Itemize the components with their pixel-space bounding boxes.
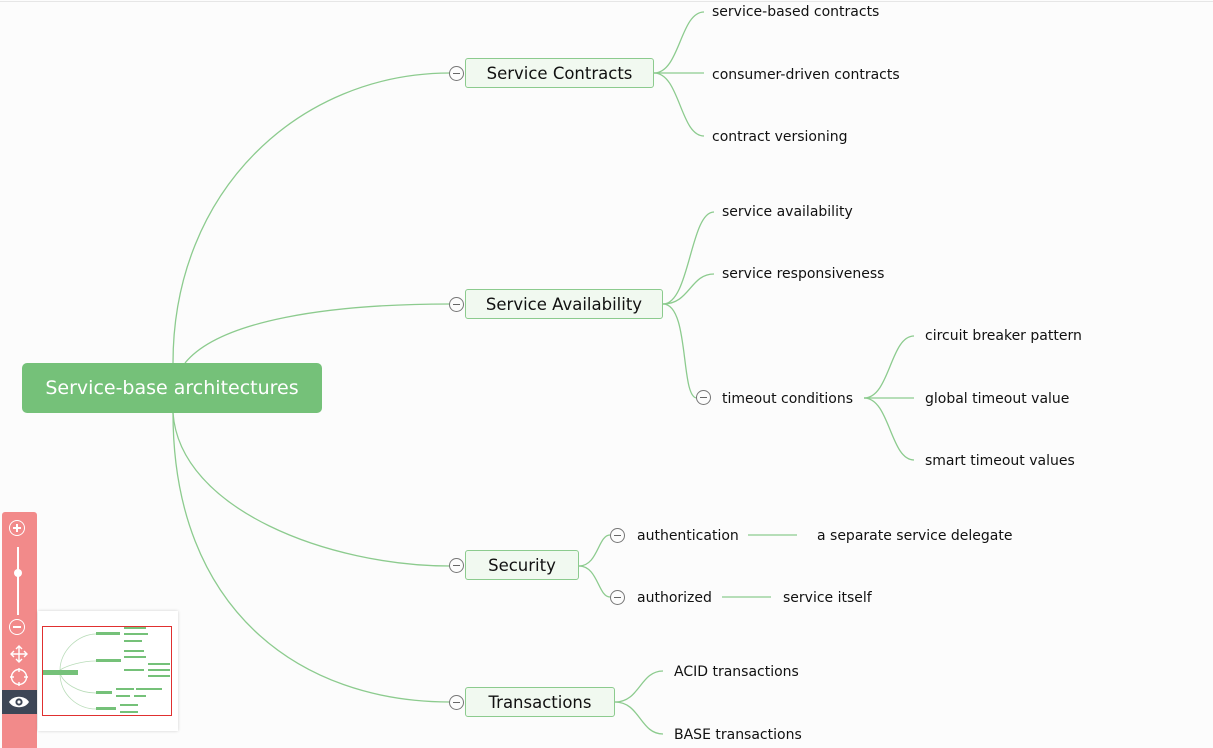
subtopic-timeout-conditions[interactable]: timeout conditions — [722, 391, 854, 407]
leaf-node[interactable]: ACID transactions — [674, 664, 799, 680]
crosshair-circle-icon[interactable] — [9, 667, 29, 687]
connector-security-2 — [578, 565, 611, 598]
top-border — [0, 1, 1213, 2]
leaf-node[interactable]: service itself — [783, 590, 872, 606]
leaf-node[interactable]: service availability — [722, 204, 853, 220]
minimap-viewport[interactable] — [42, 626, 172, 716]
leaf-node[interactable]: a separate service delegate — [817, 528, 1013, 544]
connector-availability-2 — [662, 273, 715, 305]
leaf-node[interactable]: global timeout value — [925, 391, 1070, 407]
leaf-node[interactable]: consumer-driven contracts — [712, 67, 900, 83]
branch-node-service-contracts[interactable]: Service Contracts — [465, 58, 654, 88]
zoom-slider-track[interactable] — [17, 547, 19, 615]
leaf-node[interactable]: BASE transactions — [674, 727, 802, 743]
collapse-toggle-icon[interactable] — [449, 558, 464, 573]
connector-timeout-1 — [863, 335, 915, 399]
leaf-node[interactable]: circuit breaker pattern — [925, 328, 1082, 344]
connector-security-1 — [578, 534, 611, 567]
connector-root-contracts — [172, 72, 451, 364]
connector-availability-1 — [662, 211, 715, 305]
collapse-toggle-icon[interactable] — [449, 66, 464, 81]
leaf-node[interactable]: service responsiveness — [722, 266, 885, 282]
move-arrows-icon[interactable] — [9, 644, 29, 664]
root-node[interactable]: Service-base architectures — [22, 363, 322, 413]
collapse-toggle-icon[interactable] — [610, 528, 625, 543]
minimap-thumbnail — [42, 627, 170, 713]
connector-availability-3 — [662, 303, 698, 399]
collapse-toggle-icon[interactable] — [449, 695, 464, 710]
leaf-node[interactable]: contract versioning — [712, 129, 848, 145]
leaf-node[interactable]: smart timeout values — [925, 453, 1075, 469]
connector-contracts-1 — [653, 11, 705, 74]
connector-root-security — [172, 412, 451, 567]
connector-timeout-3 — [863, 397, 915, 461]
zoom-in-icon[interactable] — [9, 520, 25, 536]
zoom-slider-handle[interactable] — [14, 569, 22, 577]
collapse-toggle-icon[interactable] — [610, 590, 625, 605]
collapse-toggle-icon[interactable] — [696, 390, 711, 405]
branch-node-service-availability[interactable]: Service Availability — [465, 289, 663, 319]
eye-icon[interactable] — [8, 692, 30, 712]
connector-root-availability — [184, 303, 451, 364]
connector-transactions-2 — [614, 701, 664, 735]
subtopic-authentication[interactable]: authentication — [637, 528, 739, 544]
branch-node-transactions[interactable]: Transactions — [465, 687, 615, 717]
connector-contracts-3 — [653, 72, 705, 137]
leaf-node[interactable]: service-based contracts — [712, 4, 880, 20]
collapse-toggle-icon[interactable] — [449, 297, 464, 312]
branch-node-security[interactable]: Security — [465, 550, 579, 580]
connector-transactions-1 — [614, 670, 664, 703]
subtopic-authorized[interactable]: authorized — [637, 590, 712, 606]
zoom-out-icon[interactable] — [9, 619, 25, 635]
connector-root-transactions — [172, 412, 451, 703]
